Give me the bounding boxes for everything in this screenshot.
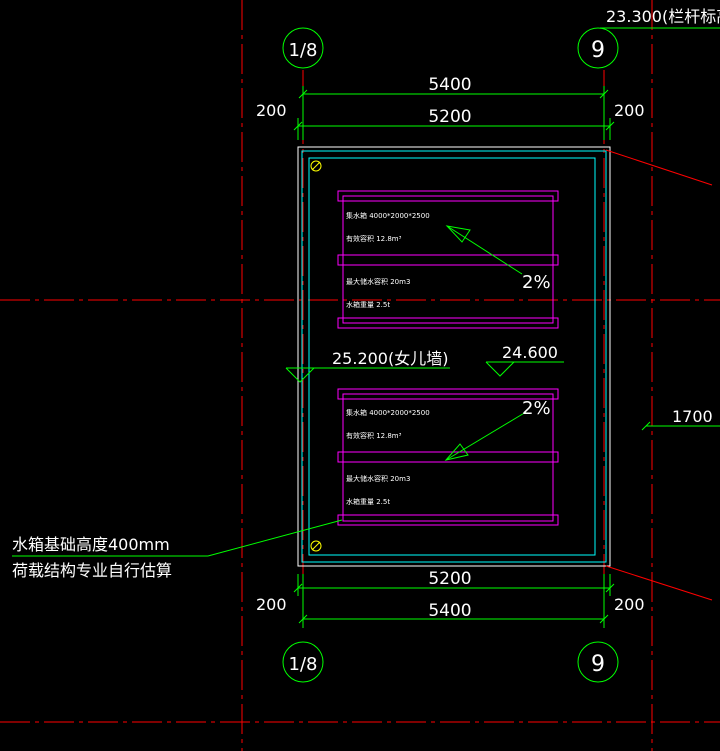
note-leader [12,519,343,557]
axis-label-top-left: 1/8 [289,40,318,61]
enclosure-inner [301,150,607,563]
dimension-top [293,86,615,140]
leader-right-top [605,149,713,186]
water-tank-lower [337,388,559,526]
tank-upper-line1: 集水箱 4000*2000*2500 [346,211,430,220]
tank-lower-line4: 水箱重量 2.5t [346,497,390,506]
note-line2: 荷载结构专业自行估算 [12,561,172,580]
tank-lower-line2: 有效容积 12.8m³ [346,431,402,440]
dimension-top-outer: 5400 [428,75,471,95]
dimension-bottom-outer: 5400 [428,601,471,621]
drain-top [310,160,322,172]
dimension-top-inner: 5200 [428,107,471,127]
dimension-bottom-left-offset: 200 [256,595,287,614]
slope-arrow-upper [445,225,523,275]
top-right-elevation-label: 23.300(栏杆标高 [606,7,720,26]
drain-bottom [310,540,322,552]
enclosure-outer [297,146,611,567]
tank-upper-line2: 有效容积 12.8m³ [346,234,402,243]
slope-label-lower: 2% [522,398,551,419]
elevation-parapet-label: 25.200(女儿墙) [332,349,448,368]
axis-bubble-top-left: 1/8 [282,27,324,69]
dimension-top-left-offset: 200 [256,101,287,120]
tank-lower-line3: 最大储水容积 20m3 [346,474,410,483]
axis-label-bottom-left: 1/8 [289,654,318,675]
note-line1: 水箱基础高度400mm [12,535,170,554]
tank-upper-line3: 最大储水容积 20m3 [346,277,410,286]
axis-label-top-right: 9 [591,38,605,63]
dimension-top-right-offset: 200 [614,101,645,120]
axis-bubble-bottom-left: 1/8 [282,641,324,683]
slope-arrow-lower [444,411,527,461]
water-tank-upper [337,190,559,329]
elevation-roof-label: 24.600 [502,343,558,362]
dimension-side-right [641,421,720,431]
leader-right-bottom [605,565,713,601]
dimension-bottom-right-offset: 200 [614,595,645,614]
enclosure-curb [308,157,596,556]
axis-bubble-top-right: 9 [577,27,619,69]
axis-bubble-bottom-right: 9 [577,641,619,683]
dimension-bottom-inner: 5200 [428,569,471,589]
elevation-marker-roof [485,361,564,377]
dimension-side-right-value: 1700 [672,407,713,426]
axis-label-bottom-right: 9 [591,652,605,677]
tank-upper-line4: 水箱重量 2.5t [346,300,390,309]
tank-lower-line1: 集水箱 4000*2000*2500 [346,408,430,417]
dimension-bottom [293,574,615,628]
elevation-marker-parapet [285,367,450,383]
slope-label-upper: 2% [522,272,551,293]
